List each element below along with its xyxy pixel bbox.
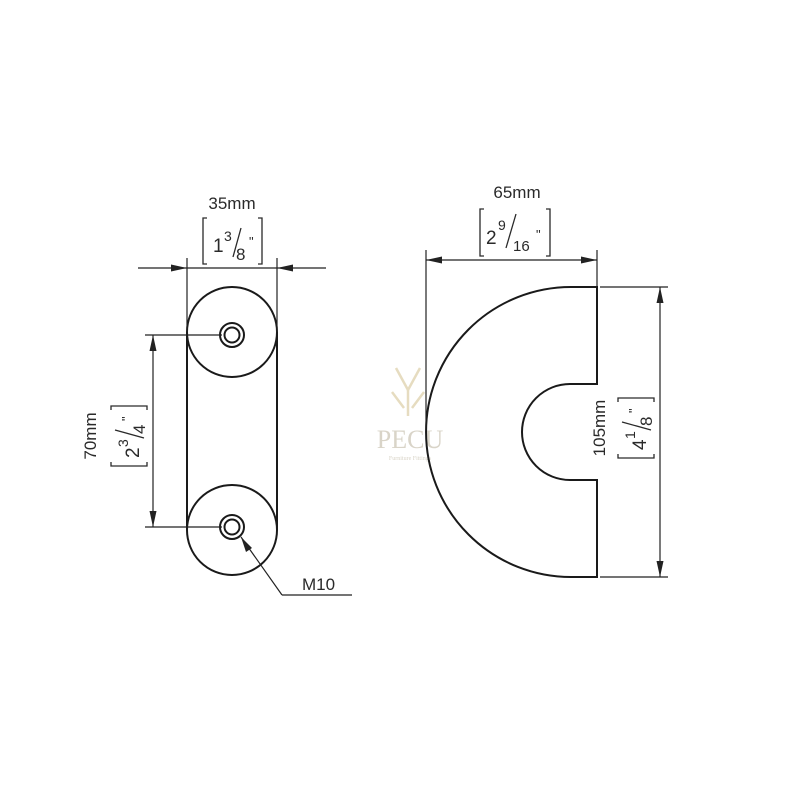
right-view: 65mm 2 9 16 " 105mm 4 1 <box>425 183 668 578</box>
svg-text:1: 1 <box>622 431 638 439</box>
height-dimension-70mm: 70mm 2 3 4 " <box>81 334 222 528</box>
svg-text:2: 2 <box>123 447 144 458</box>
bottom-hole <box>219 514 245 540</box>
svg-text:": " <box>119 416 134 421</box>
svg-text:": " <box>249 234 254 249</box>
svg-text:3: 3 <box>224 228 232 244</box>
height-dimension-105mm: 105mm 4 1 8 " <box>590 286 668 578</box>
svg-text:9: 9 <box>498 217 506 233</box>
width-label-mm: 35mm <box>208 194 255 213</box>
arrowhead <box>656 287 664 303</box>
watermark-logo <box>391 367 425 416</box>
svg-text:8: 8 <box>236 245 245 264</box>
arrowhead <box>656 561 664 577</box>
arrowhead <box>149 335 157 351</box>
svg-text:4: 4 <box>130 425 149 434</box>
height-label-inch: 2 3 4 " <box>110 405 149 467</box>
svg-text:8: 8 <box>637 417 656 426</box>
left-view: 35mm 1 3 8 " 70mm 2 3 <box>81 194 352 596</box>
arrowhead <box>149 511 157 527</box>
oval-plate-outline <box>186 286 278 576</box>
svg-text:": " <box>626 408 641 413</box>
thread-leader-m10: M10 <box>240 536 352 596</box>
svg-text:": " <box>536 227 541 242</box>
width-dimension-35mm: 35mm 1 3 8 " <box>138 194 326 332</box>
svg-text:4: 4 <box>630 439 651 450</box>
svg-text:2: 2 <box>486 228 497 249</box>
svg-text:3: 3 <box>115 439 131 447</box>
arrowhead <box>581 256 597 264</box>
top-hole <box>219 322 245 348</box>
width-label-mm: 65mm <box>493 183 540 202</box>
arrowhead <box>426 256 442 264</box>
c-bracket-outline <box>425 286 598 578</box>
height-label-mm: 105mm <box>590 400 609 457</box>
arrowhead <box>171 264 187 272</box>
svg-text:16: 16 <box>513 238 530 255</box>
width-label-inch: 1 3 8 " <box>202 217 263 265</box>
arrowhead <box>241 537 252 552</box>
height-label-mm: 70mm <box>81 412 100 459</box>
width-dimension-65mm: 65mm 2 9 16 " <box>425 183 598 430</box>
thread-label: M10 <box>302 575 335 594</box>
watermark-brand: PECU <box>377 425 444 454</box>
height-label-inch: 4 1 8 " <box>617 397 656 459</box>
watermark: PECU Furniture Fittings <box>377 367 444 462</box>
watermark-tagline: Furniture Fittings <box>389 456 432 462</box>
svg-text:1: 1 <box>213 236 224 257</box>
width-label-inch: 2 9 16 " <box>479 208 551 257</box>
arrowhead <box>277 264 293 272</box>
